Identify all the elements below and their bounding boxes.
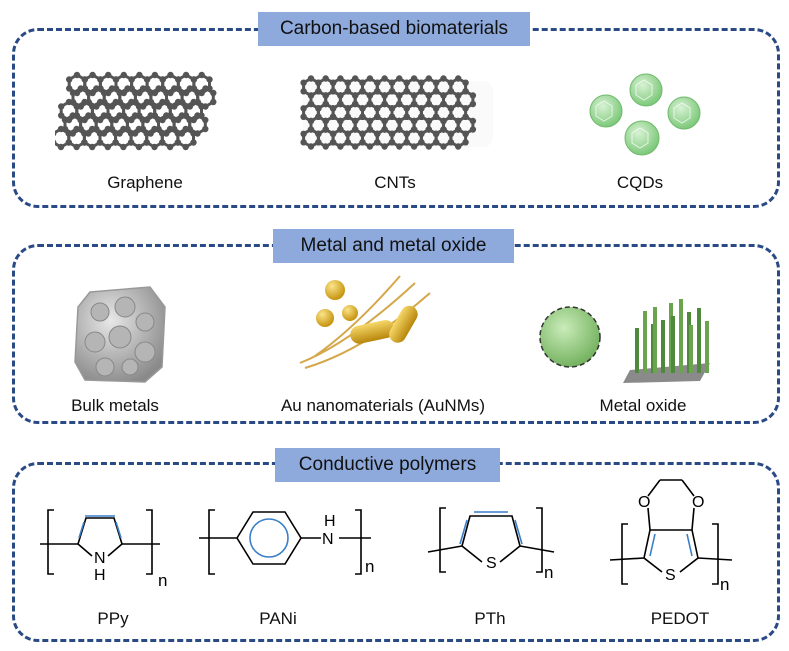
ppy-subscript: n [158, 571, 167, 590]
cqds-label: CQDs [616, 173, 664, 192]
cqd-illustration [589, 73, 701, 156]
carbon-header: Carbon-based biomaterials [258, 12, 530, 46]
pani-label: PANi [259, 609, 297, 628]
bulk-metals-label: Bulk metals [71, 396, 159, 415]
pth-label: PTh [474, 609, 506, 628]
ppy-atom-h: H [94, 567, 106, 584]
au-nanomaterials-illustration [299, 275, 431, 369]
ppy-structure: N H n [40, 509, 167, 590]
metal-oxide-label: Metal oxide [599, 396, 687, 415]
pedot-atom-s: S [665, 567, 676, 584]
cnts-label: CNTs [374, 173, 416, 192]
quantum-dot [589, 94, 623, 128]
metal-header: Metal and metal oxide [273, 229, 514, 263]
pani-subscript: n [365, 557, 374, 576]
cnt-illustration [300, 75, 493, 150]
pth-subscript: n [544, 563, 553, 582]
pedot-label: PEDOT [650, 609, 710, 628]
graphene-illustration [55, 71, 217, 151]
pth-structure: S n [427, 507, 555, 582]
aunms-label: Au nanomaterials (AuNMs) [280, 396, 486, 415]
pedot-atom-o1: O [638, 494, 650, 511]
pani-structure: N H n [199, 509, 374, 576]
quantum-dot [667, 96, 701, 130]
pedot-subscript: n [720, 575, 729, 590]
graphene-label: Graphene [107, 173, 183, 192]
metal-oxide-illustration [539, 299, 710, 383]
ppy-atom-n: N [94, 550, 106, 567]
pedot-atom-o2: O [692, 494, 704, 511]
pth-atom-s: S [486, 555, 497, 572]
pani-atom-h: H [324, 513, 336, 530]
bulk-metal-illustration [74, 286, 166, 383]
quantum-dot [624, 120, 660, 156]
quantum-dot [629, 73, 663, 107]
pani-atom-n: N [322, 531, 334, 548]
polymer-header: Conductive polymers [275, 448, 500, 482]
pedot-structure: O O S n [609, 479, 733, 590]
ppy-label: PPy [97, 609, 129, 628]
